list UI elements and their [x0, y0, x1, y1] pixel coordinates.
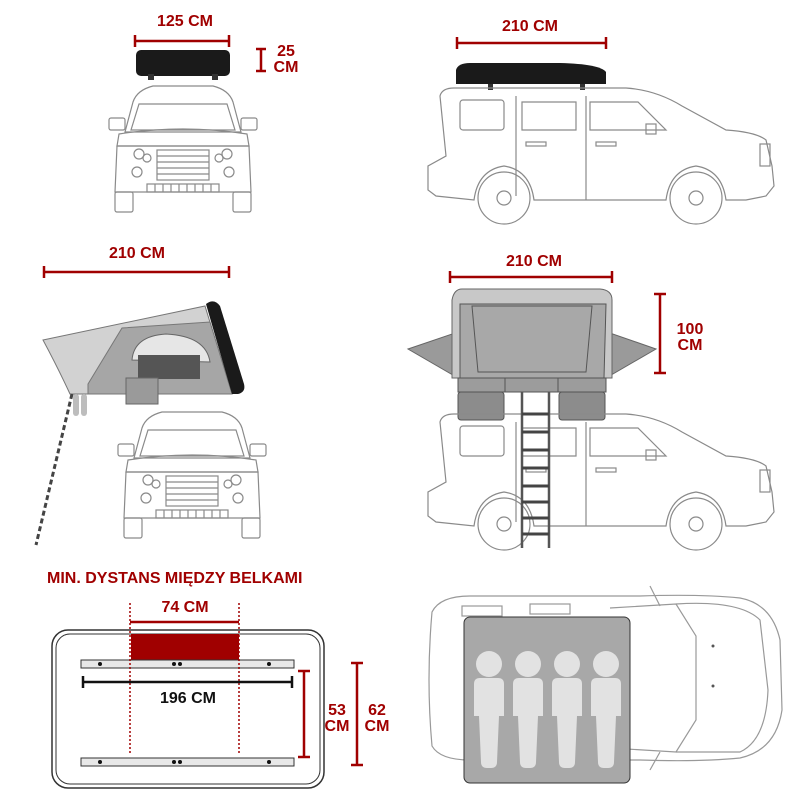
- bar-length-label: 196 CM: [159, 690, 217, 707]
- distance-value: 62: [368, 702, 386, 719]
- side-closed-view: [427, 37, 775, 225]
- height-unit: CM: [677, 337, 703, 354]
- front-open-length-label: 210 CM: [108, 245, 166, 262]
- front-open-view: [34, 266, 267, 546]
- front-closed-view: [108, 35, 266, 213]
- bars-title: MIN. DYSTANS MIĘDZY BELKAMI: [47, 570, 303, 587]
- side-open-height-label: 100 CM: [670, 322, 710, 354]
- height-value: 100: [676, 321, 704, 338]
- top-view: [428, 585, 783, 784]
- distance-value: 53: [328, 702, 346, 719]
- side-closed-length-label: 210 CM: [501, 18, 559, 35]
- min-distance-label: 74 CM: [161, 599, 209, 616]
- front-closed-width-label: 125 CM: [156, 13, 214, 30]
- side-open-length-label: 210 CM: [505, 253, 563, 270]
- height-unit: CM: [273, 59, 299, 76]
- roof-bars-diagram: [51, 603, 363, 789]
- front-closed-height-label: 25 CM: [271, 44, 301, 76]
- side-open-view: [406, 271, 775, 551]
- inner-distance-label: 53 CM: [322, 703, 352, 735]
- outer-distance-label: 62 CM: [362, 703, 392, 735]
- height-value: 25: [277, 43, 295, 60]
- distance-unit: CM: [364, 718, 390, 735]
- distance-unit: CM: [324, 718, 350, 735]
